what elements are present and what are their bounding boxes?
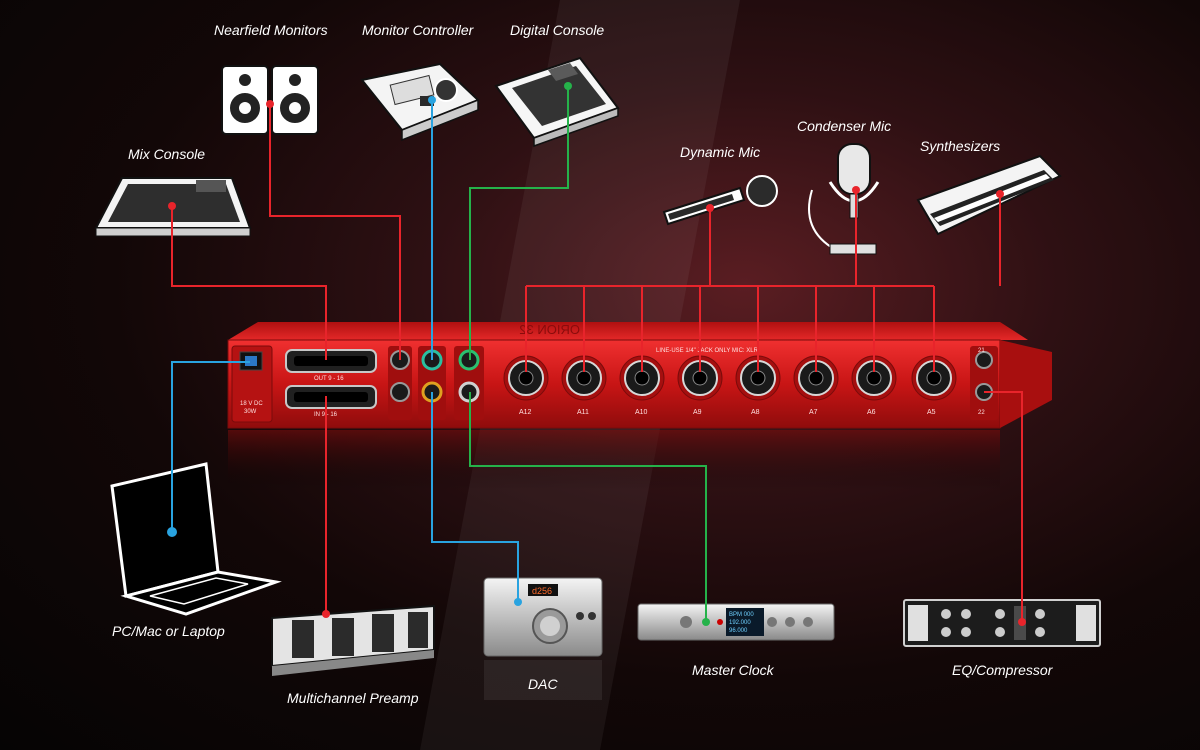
label-laptop: PC/Mac or Laptop	[112, 623, 225, 639]
dac-display: d256	[532, 586, 552, 596]
eq-compressor-device[interactable]	[903, 599, 1101, 647]
label-mix-console: Mix Console	[128, 146, 206, 162]
combo-input-label: A10	[635, 409, 648, 416]
combo-input-jack[interactable]	[735, 355, 781, 401]
label-synthesizers: Synthesizers	[920, 138, 1001, 154]
dac-device[interactable]: d256	[483, 577, 603, 700]
audio-interface-rack-unit: ORION 32 18 V DC 30W OUT 9 - 16	[227, 322, 1052, 490]
nearfield-monitors-device[interactable]	[221, 65, 319, 135]
combo-input-jack[interactable]	[561, 355, 607, 401]
label-master-clock: Master Clock	[692, 662, 774, 678]
power-label: 18 V DC	[240, 401, 263, 407]
synthesizers-device[interactable]	[916, 154, 1062, 236]
db25-in-connector[interactable]	[285, 385, 377, 409]
combo-input-label: A12	[519, 409, 532, 416]
green-cables	[469, 86, 707, 622]
dynamic-mic-device[interactable]	[662, 175, 778, 226]
master-clock-device[interactable]: BPM 000 192.000 96.000	[637, 603, 835, 641]
insert-jacks[interactable]	[970, 346, 998, 420]
label-digital-console: Digital Console	[510, 22, 605, 38]
monitor-out-jacks[interactable]	[388, 346, 412, 420]
brand-logo: ORION 32	[519, 322, 580, 337]
power-watts-label: 30W	[244, 409, 257, 415]
connection-dots	[167, 82, 1026, 626]
insert-label-22: 22	[978, 410, 985, 416]
clock-display-line1: BPM 000	[729, 612, 754, 618]
insert-label-21: 21	[978, 348, 985, 354]
label-condenser-mic: Condenser Mic	[797, 118, 892, 134]
db25-out-label: OUT 9 - 16	[314, 376, 344, 382]
combo-input-label: A9	[693, 409, 702, 416]
laptop-device[interactable]	[110, 462, 282, 616]
digital-console-device[interactable]	[494, 56, 620, 148]
combo-input-label: A7	[809, 409, 818, 416]
db25-out-connector[interactable]	[285, 349, 377, 373]
combo-input-jack[interactable]	[851, 355, 897, 401]
clock-display-line2: 192.000	[729, 620, 751, 626]
clock-display-line3: 96.000	[729, 628, 748, 634]
combo-input-jack[interactable]	[503, 355, 549, 401]
combo-input-label: A5	[927, 409, 936, 416]
condenser-mic-device[interactable]	[808, 143, 880, 255]
combo-header-label: LINE-USE 1/4" JACK ONLY MIC: XLR	[656, 348, 759, 354]
label-eq-compressor: EQ/Compressor	[952, 662, 1053, 678]
combo-input-label: A11	[577, 409, 589, 416]
label-dynamic-mic: Dynamic Mic	[680, 144, 761, 160]
combo-input-jack[interactable]	[619, 355, 665, 401]
red-cables	[171, 104, 1023, 622]
combo-input-jack[interactable]	[793, 355, 839, 401]
label-monitor-controller: Monitor Controller	[362, 22, 474, 38]
label-dac: DAC	[528, 676, 558, 692]
blue-cables	[171, 100, 519, 602]
multichannel-preamp-device[interactable]	[271, 604, 435, 676]
label-nearfield-monitors: Nearfield Monitors	[214, 22, 328, 38]
monitor-controller-device[interactable]	[360, 62, 480, 142]
label-multichannel-preamp: Multichannel Preamp	[287, 690, 419, 706]
combo-input-label: A8	[751, 409, 760, 416]
combo-input-label: A6	[867, 409, 876, 416]
